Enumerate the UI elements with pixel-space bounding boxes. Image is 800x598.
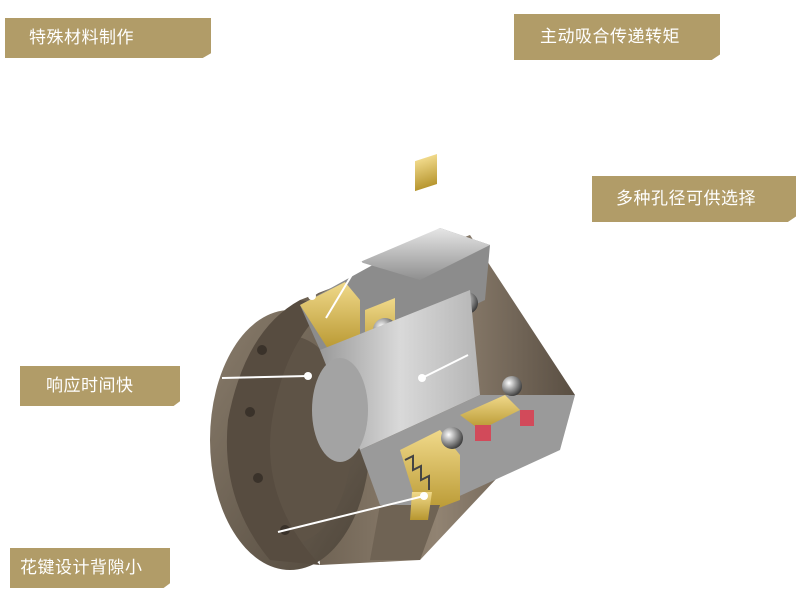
label-text: 响应时间快 <box>46 375 134 396</box>
callout-line <box>277 495 425 533</box>
callout-dot <box>420 492 428 500</box>
label-fast-response: 响应时间快 <box>20 366 180 406</box>
label-text: 特殊材料制作 <box>29 27 134 48</box>
label-text: 多种孔径可供选择 <box>616 188 756 209</box>
seal-ring <box>475 425 491 441</box>
lower-cutaway <box>360 376 575 560</box>
label-text: 主动吸合传递转矩 <box>540 26 680 47</box>
callout-dots <box>304 292 428 500</box>
label-bore-options: 多种孔径可供选择 <box>592 176 796 222</box>
callout-line <box>311 261 363 297</box>
label-spline-design: 花键设计背隙小 <box>10 548 170 588</box>
bolt-hole <box>245 407 255 417</box>
label-active-torque: 主动吸合传递转矩 <box>514 14 720 60</box>
callout-line <box>421 354 469 379</box>
callout-dot <box>418 374 426 382</box>
callout-lines <box>221 261 469 533</box>
spring <box>404 454 430 490</box>
bearing-ball <box>502 376 522 396</box>
seal-ring <box>520 410 534 426</box>
bearing-ball <box>441 427 463 449</box>
bore <box>312 290 480 462</box>
callout-line <box>221 375 309 379</box>
callout-dot <box>308 292 316 300</box>
bolt-hole <box>257 345 267 355</box>
label-special-material: 特殊材料制作 <box>5 18 211 58</box>
callout-dot <box>304 372 312 380</box>
label-text: 花键设计背隙小 <box>20 557 143 578</box>
callout-line <box>325 267 357 319</box>
bolt-hole <box>253 473 263 483</box>
